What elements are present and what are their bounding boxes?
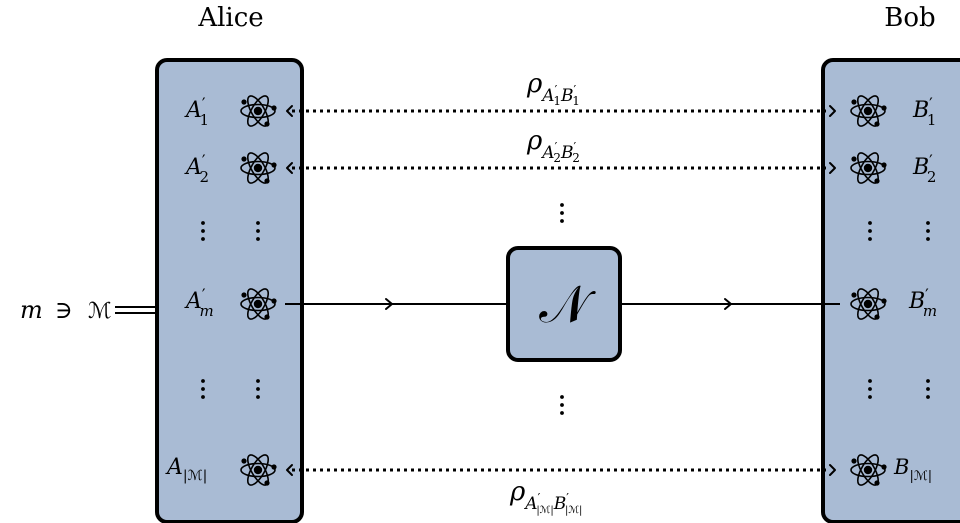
vertical-ellipsis-icon	[256, 379, 260, 399]
arrow-right-icon	[385, 298, 393, 310]
bob-system-last: B|ℳ|	[893, 455, 932, 484]
vertical-ellipsis-icon	[926, 221, 930, 241]
arrow-left-icon	[286, 162, 293, 174]
bob-system-1: B′1	[912, 94, 936, 129]
vertical-ellipsis-icon	[560, 203, 564, 223]
alice-system-m: A′m	[184, 285, 214, 320]
vertical-ellipsis-icon	[868, 379, 872, 399]
vertical-ellipsis-icon	[256, 221, 260, 241]
message-variable: m	[20, 296, 43, 324]
channel-label: 𝒩	[539, 275, 596, 335]
entanglement-link-last	[286, 464, 836, 476]
bob-panel	[821, 58, 960, 523]
state-label-1: ρA′1B′1	[526, 69, 580, 108]
arrow-right-icon	[829, 464, 836, 476]
entanglement-link-2	[286, 162, 836, 174]
arrow-left-icon	[286, 105, 293, 117]
alice-system-1: A′1	[184, 94, 209, 129]
alice-system-last: A|ℳ|	[165, 455, 207, 484]
vertical-ellipsis-icon	[201, 221, 205, 241]
message-relation: ∋	[55, 296, 73, 324]
arrow-right-icon	[829, 105, 836, 117]
bob-system-2: B′2	[912, 151, 936, 186]
vertical-ellipsis-icon	[926, 379, 930, 399]
entanglement-link-1	[286, 105, 836, 117]
alice-title: Alice	[197, 3, 263, 33]
vertical-ellipsis-icon	[201, 379, 205, 399]
state-label-2: ρA′2B′2	[526, 126, 580, 165]
alice-system-2: A′2	[184, 151, 209, 186]
channel-box	[506, 246, 622, 362]
alice-panel	[155, 58, 304, 523]
vertical-ellipsis-icon	[868, 221, 872, 241]
message-set: ℳ	[88, 299, 112, 324]
vertical-ellipsis-icon	[560, 395, 564, 415]
arrow-right-icon	[829, 162, 836, 174]
bob-title: Bob	[884, 3, 935, 33]
message-input-label: m ∋ ℳ	[20, 296, 112, 324]
bob-system-m: B′m	[908, 285, 937, 320]
arrow-right-icon	[724, 298, 732, 310]
arrow-left-icon	[286, 464, 293, 476]
state-label-last: ρA′|ℳ|B′|ℳ|	[509, 477, 582, 516]
